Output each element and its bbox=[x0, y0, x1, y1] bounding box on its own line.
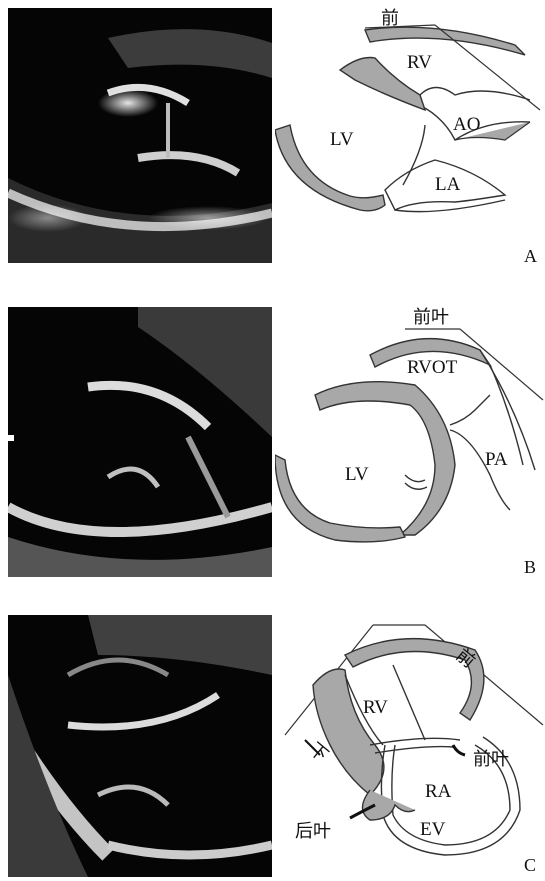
label-ra: RA bbox=[425, 781, 452, 802]
panel-letter-b: B bbox=[524, 557, 536, 578]
label-lv: LV bbox=[330, 129, 354, 150]
diagram-a: 前 RV LV AO LA bbox=[275, 0, 545, 245]
label-rv: RV bbox=[407, 52, 432, 73]
panel-letter-a: A bbox=[524, 246, 537, 267]
panel-b: 前叶 RVOT LV PA B bbox=[0, 295, 545, 585]
echo-image-b bbox=[8, 307, 272, 577]
label-ev: EV bbox=[420, 819, 446, 840]
label-ao: AO bbox=[453, 114, 480, 135]
diagram-c: 前 RV 下 前叶 RA EV 后叶 bbox=[275, 605, 545, 881]
label-anterior: 前 bbox=[381, 8, 399, 29]
label-anterior-leaflet: 前叶 bbox=[473, 749, 509, 770]
panel-letter-c: C bbox=[524, 855, 536, 876]
panel-a: 前 RV LV AO LA A bbox=[0, 0, 545, 270]
label-pa: PA bbox=[485, 449, 508, 470]
echo-image-a bbox=[8, 8, 272, 263]
label-rv: RV bbox=[363, 697, 388, 718]
label-rvot: RVOT bbox=[407, 357, 458, 378]
echo-image-c bbox=[8, 615, 272, 877]
label-lv: LV bbox=[345, 464, 369, 485]
label-posterior-leaflet: 后叶 bbox=[295, 821, 331, 842]
label-anterior-leaflet: 前叶 bbox=[413, 307, 449, 328]
panel-c: 前 RV 下 前叶 RA EV 后叶 C bbox=[0, 605, 545, 881]
label-la: LA bbox=[435, 174, 461, 195]
diagram-b: 前叶 RVOT LV PA bbox=[275, 295, 545, 560]
